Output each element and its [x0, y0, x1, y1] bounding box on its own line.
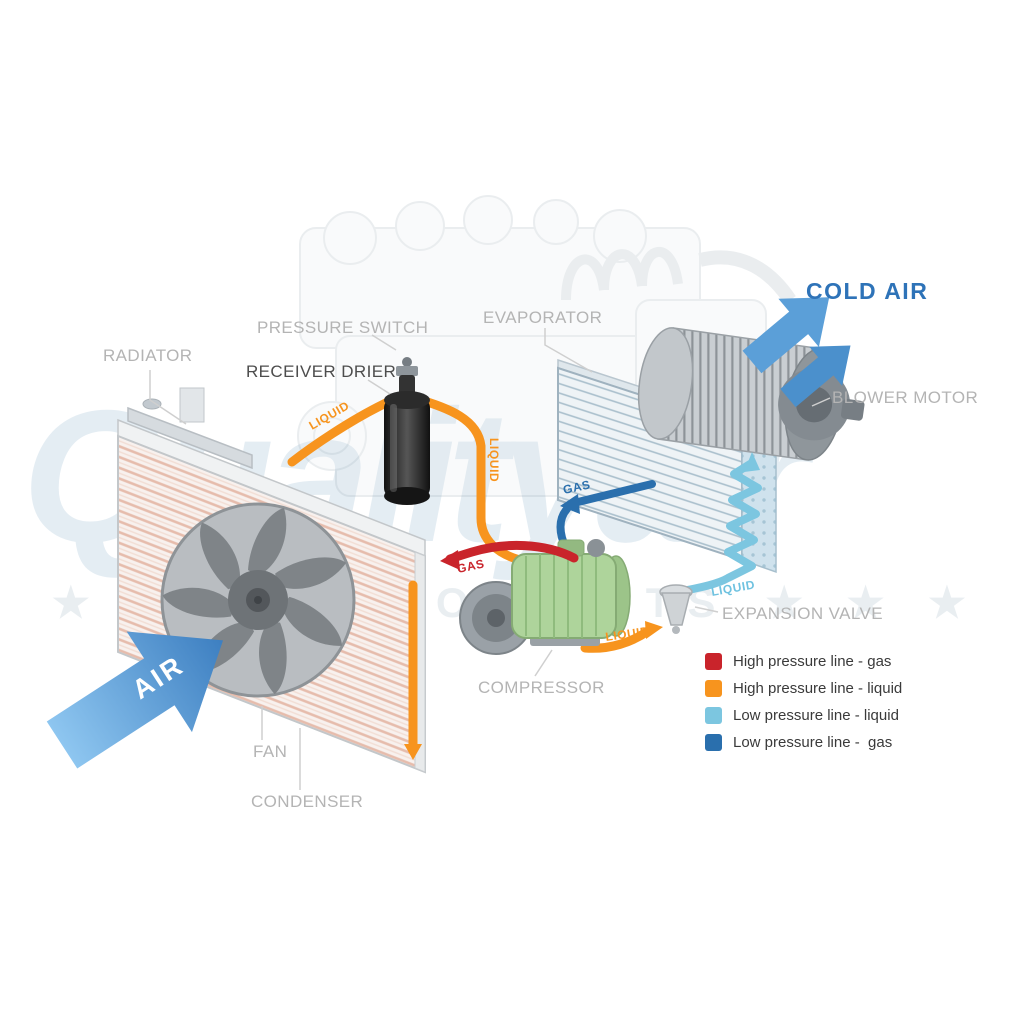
receiver-drier-graphic	[384, 357, 430, 505]
label-blower-motor: BLOWER MOTOR	[832, 388, 979, 407]
legend-label-low-pressure-gas: Low pressure line - gas	[733, 734, 893, 751]
label-condenser: CONDENSER	[251, 792, 364, 811]
label-fan: FAN	[253, 742, 288, 761]
label-pressure-switch: PRESSURE SWITCH	[257, 318, 429, 337]
star-row-right: ★ ★ ★	[765, 579, 982, 626]
radiator-graphic	[127, 387, 253, 470]
pipe-high-pressure-liquid-vertical	[409, 393, 525, 565]
pipe-low-pressure-liquid	[672, 452, 762, 596]
label-radiator: RADIATOR	[103, 346, 193, 365]
pipe-high-pressure-gas	[440, 540, 579, 570]
legend-row-high-pressure-gas: High pressure line - gas	[705, 653, 902, 670]
legend-row-low-pressure-gas: Low pressure line - gas	[705, 734, 902, 751]
leader-lines	[149, 328, 831, 790]
pipe-high-pressure-liquid-to-valve	[580, 621, 663, 653]
legend-row-low-pressure-liquid: Low pressure line - liquid	[705, 707, 902, 724]
label-receiver-drier: RECEIVER DRIER	[246, 362, 397, 381]
label-evaporator: EVAPORATOR	[483, 308, 603, 327]
pipe-high-pressure-liquid-to-drier	[287, 397, 393, 467]
label-expansion-valve: EXPANSION VALVE	[722, 604, 883, 623]
pipe-label-gas-discharge: GAS	[456, 556, 486, 575]
compressor-graphic	[459, 539, 631, 655]
legend-label-low-pressure-liquid: Low pressure line - liquid	[733, 707, 899, 724]
legend-swatch-high-pressure-gas	[705, 653, 722, 670]
legend: High pressure line - gas High pressure l…	[705, 653, 902, 751]
pipe-label-liquid-to-valve: LIQUID	[604, 624, 650, 644]
pipe-label-gas-suction: GAS	[562, 477, 592, 496]
pipe-label-liquid-vertical: LIQUID	[487, 438, 501, 482]
legend-row-high-pressure-liquid: High pressure line - liquid	[705, 680, 902, 697]
legend-swatch-high-pressure-liquid	[705, 680, 722, 697]
label-cold-air: COLD AIR	[806, 278, 929, 304]
pipe-high-pressure-liquid-condenser	[404, 580, 422, 760]
label-compressor: COMPRESSOR	[478, 678, 605, 697]
legend-swatch-low-pressure-liquid	[705, 707, 722, 724]
legend-swatch-low-pressure-gas	[705, 734, 722, 751]
pressure-switch-graphic	[402, 357, 412, 367]
legend-label-high-pressure-liquid: High pressure line - liquid	[733, 680, 903, 697]
expansion-valve-graphic	[659, 584, 693, 634]
legend-label-high-pressure-gas: High pressure line - gas	[733, 653, 892, 670]
